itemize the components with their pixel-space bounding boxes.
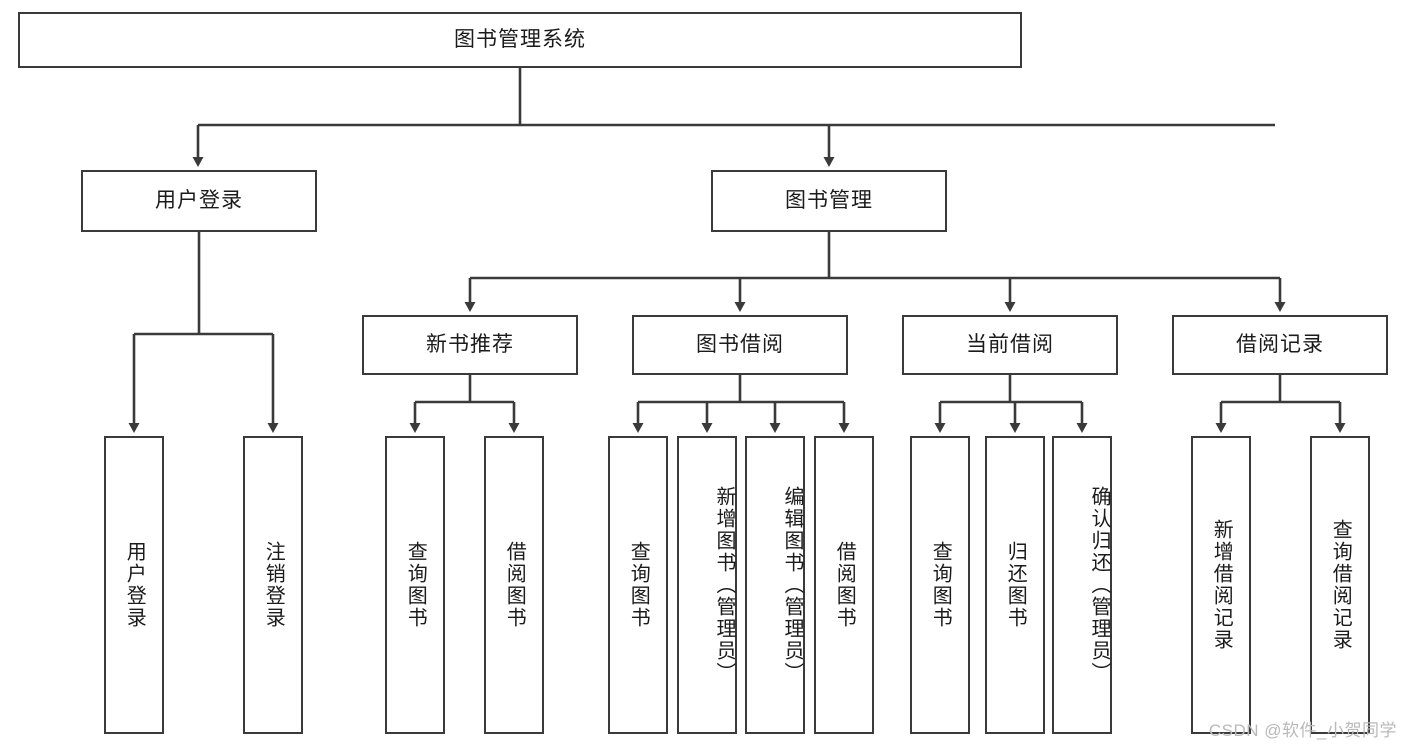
node-root[interactable]: 图书管理系统 [18,12,1022,68]
node-book-borrow[interactable]: 图书借阅 [632,315,848,375]
node-current-borrow[interactable]: 当前借阅 [902,315,1118,375]
node-leaf-query-book-3[interactable]: 查询图书 [910,436,970,734]
node-new-book-recommend[interactable]: 新书推荐 [362,315,578,375]
node-user-login-label: 用户登录 [155,189,243,213]
node-leaf-logout[interactable]: 注销登录 [243,436,303,734]
node-leaf-query-book-1-label: 查询图书 [404,541,427,629]
node-leaf-add-record-label: 新增借阅记录 [1210,519,1233,651]
node-book-manage[interactable]: 图书管理 [711,170,947,232]
node-leaf-add-book-label: 新增图书（管理员） [713,486,735,684]
node-leaf-query-book-1[interactable]: 查询图书 [385,436,445,734]
node-new-book-recommend-label: 新书推荐 [426,333,514,357]
node-borrow-record[interactable]: 借阅记录 [1172,315,1388,375]
node-leaf-query-record[interactable]: 查询借阅记录 [1310,436,1370,734]
node-book-borrow-label: 图书借阅 [696,333,784,357]
node-book-manage-label: 图书管理 [785,189,873,213]
node-borrow-record-label: 借阅记录 [1236,333,1324,357]
node-root-label: 图书管理系统 [454,28,586,52]
node-leaf-user-login-label: 用户登录 [123,541,146,629]
node-leaf-logout-label: 注销登录 [262,541,285,629]
node-leaf-edit-book[interactable]: 编辑图书（管理员） [745,436,805,734]
node-leaf-add-record[interactable]: 新增借阅记录 [1191,436,1251,734]
node-leaf-confirm-return[interactable]: 确认归还（管理员） [1052,436,1112,734]
node-user-login[interactable]: 用户登录 [81,170,317,232]
node-leaf-edit-book-label: 编辑图书（管理员） [781,486,803,684]
node-current-borrow-label: 当前借阅 [966,333,1054,357]
node-leaf-borrow-book-1-label: 借阅图书 [503,541,526,629]
node-leaf-borrow-book-1[interactable]: 借阅图书 [484,436,544,734]
node-leaf-confirm-return-label: 确认归还（管理员） [1088,486,1110,684]
node-leaf-query-book-2-label: 查询图书 [627,541,650,629]
node-leaf-query-book-3-label: 查询图书 [929,541,952,629]
node-leaf-query-book-2[interactable]: 查询图书 [608,436,668,734]
csdn-watermark: CSDN @软件_小贺同学 [1208,721,1397,740]
node-leaf-user-login[interactable]: 用户登录 [104,436,164,734]
node-leaf-borrow-book-2-label: 借阅图书 [833,541,856,629]
node-leaf-query-record-label: 查询借阅记录 [1329,519,1352,651]
node-leaf-add-book[interactable]: 新增图书（管理员） [677,436,737,734]
node-leaf-return-book-label: 归还图书 [1004,541,1027,629]
node-leaf-borrow-book-2[interactable]: 借阅图书 [814,436,874,734]
node-leaf-return-book[interactable]: 归还图书 [985,436,1045,734]
